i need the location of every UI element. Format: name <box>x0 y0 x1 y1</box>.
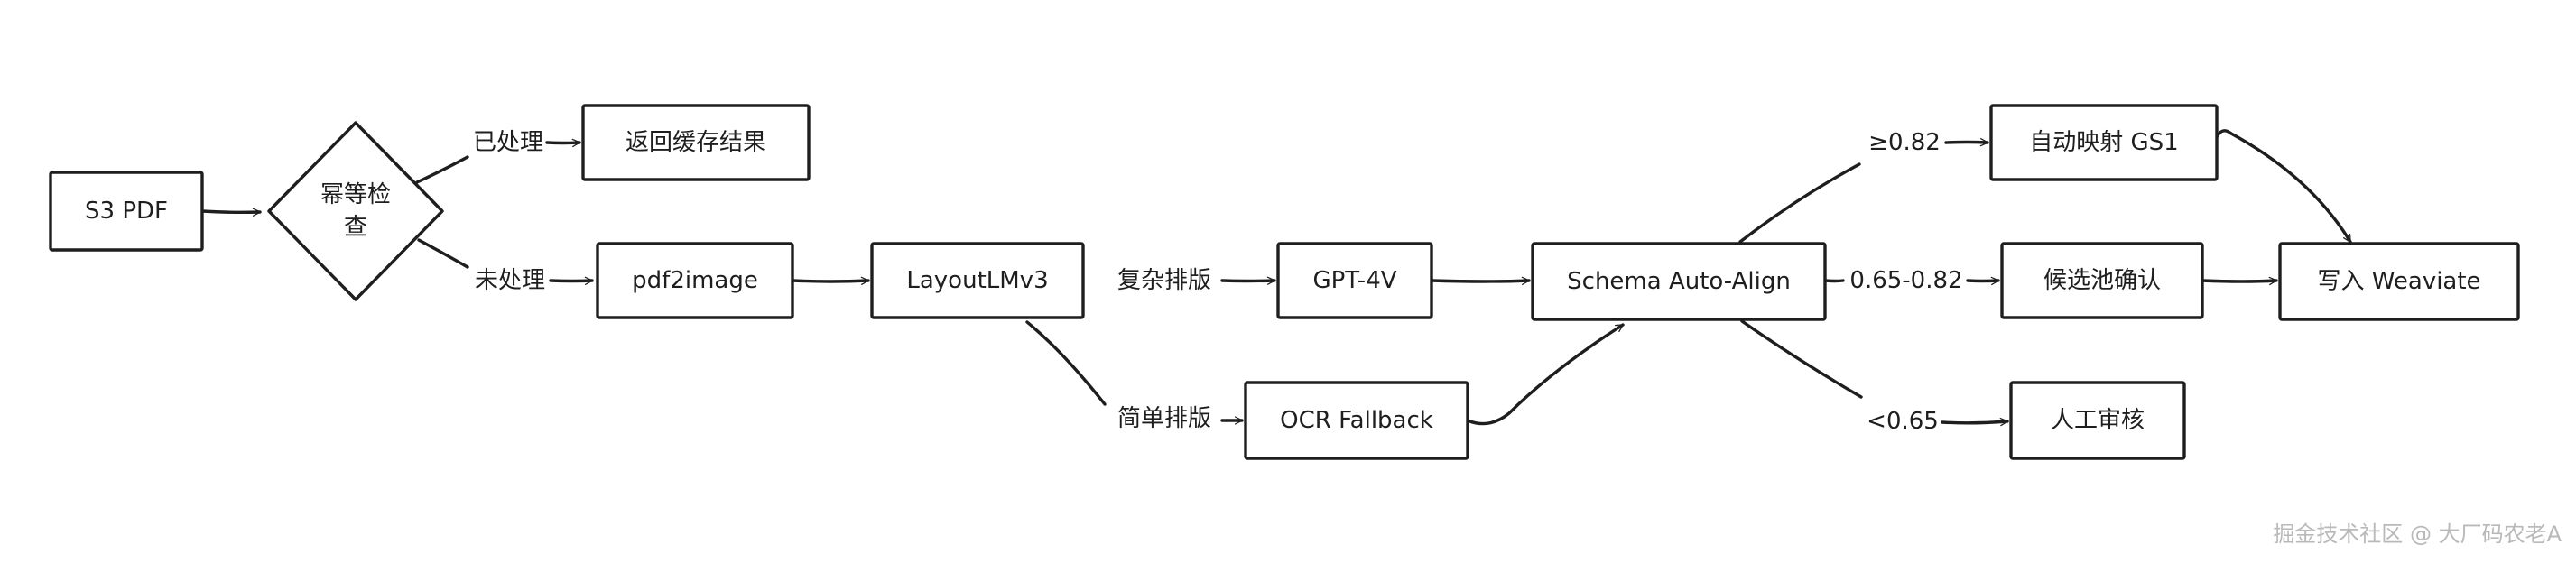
node-return-cache-label: 返回缓存结果 <box>625 129 766 156</box>
node-candidate-pool[interactable]: 候选池确认 <box>2000 242 2204 319</box>
edge-label-complex-layout: 复杂排版 <box>1117 267 1211 294</box>
edges <box>200 129 2352 427</box>
node-schema-auto-align[interactable]: Schema Auto-Align <box>1531 242 1827 321</box>
edge-check-to-unprocessed-label <box>417 238 469 269</box>
node-manual-review[interactable]: 人工审核 <box>2009 381 2186 460</box>
edge-mid-to-candidate <box>1966 276 2000 286</box>
edge-check-to-processed-label <box>415 155 469 184</box>
node-auto-map-gs1[interactable]: 自动映射 GS1 <box>1989 104 2219 181</box>
watermark-text: 掘金技术社区 @ 大厂码农老A <box>2273 521 2562 547</box>
node-layoutlmv3[interactable]: LayoutLMv3 <box>870 242 1085 319</box>
node-idempotency-check[interactable]: 幂等检 查 <box>267 121 444 301</box>
node-candidate-pool-label: 候选池确认 <box>2043 267 2161 294</box>
edge-schema-to-low-label <box>1740 319 1863 399</box>
edge-layoutlm-to-gpt4v <box>1220 276 1276 285</box>
node-ocr-fallback[interactable]: OCR Fallback <box>1244 381 1469 460</box>
node-layoutlmv3-label: LayoutLMv3 <box>906 267 1048 294</box>
node-s3-pdf[interactable]: S3 PDF <box>49 171 204 252</box>
node-pdf2image[interactable]: pdf2image <box>596 242 794 319</box>
edge-s3-to-check <box>200 208 262 217</box>
edge-pdf2image-to-layoutlm <box>791 276 870 285</box>
node-gpt4v[interactable]: GPT-4V <box>1276 242 1433 319</box>
node-gpt4v-label: GPT-4V <box>1312 267 1396 294</box>
node-ocr-fallback-label: OCR Fallback <box>1280 407 1433 434</box>
node-idempotency-check-label-line2: 查 <box>344 214 367 241</box>
edge-automap-to-weaviate <box>2215 129 2352 244</box>
edge-label-simple-layout: 简单排版 <box>1117 405 1211 432</box>
edge-label-high-confidence: ≥0.82 <box>1868 129 1941 156</box>
edge-gpt4v-to-schema <box>1430 276 1531 285</box>
edge-labels: 已处理 未处理 复杂排版 简单排版 ≥0.82 0.65-0.82 <0.65 <box>473 129 1963 435</box>
node-write-weaviate-label: 写入 Weaviate <box>2317 268 2480 295</box>
node-auto-map-gs1-label: 自动映射 GS1 <box>2029 129 2178 156</box>
edge-schema-to-mid-label <box>1823 279 1845 283</box>
edge-label-unprocessed: 未处理 <box>475 267 545 294</box>
edge-label-mid-confidence: 0.65-0.82 <box>1849 267 1962 294</box>
edge-low-to-manual <box>1941 417 2009 427</box>
node-schema-auto-align-label: Schema Auto-Align <box>1567 268 1791 295</box>
edge-unprocessed-to-pdf2image <box>549 276 594 285</box>
node-idempotency-check-label-line1: 幂等检 <box>320 181 391 208</box>
edge-candidate-to-weaviate <box>2201 276 2278 286</box>
node-pdf2image-label: pdf2image <box>632 267 758 294</box>
nodes: S3 PDF 幂等检 查 返回缓存结果 pdf2image LayoutLMv3… <box>49 104 2520 460</box>
edge-schema-to-high-label <box>1738 162 1861 244</box>
edge-ocr-to-schema <box>1466 323 1625 426</box>
edge-layoutlm-to-simple-label <box>1025 320 1107 406</box>
node-manual-review-label: 人工审核 <box>2051 407 2145 434</box>
edge-label-low-confidence: <0.65 <box>1867 408 1939 435</box>
node-write-weaviate[interactable]: 写入 Weaviate <box>2278 242 2520 321</box>
node-s3-pdf-label: S3 PDF <box>85 198 168 225</box>
node-return-cache[interactable]: 返回缓存结果 <box>581 104 811 181</box>
edge-label-processed: 已处理 <box>473 129 543 156</box>
